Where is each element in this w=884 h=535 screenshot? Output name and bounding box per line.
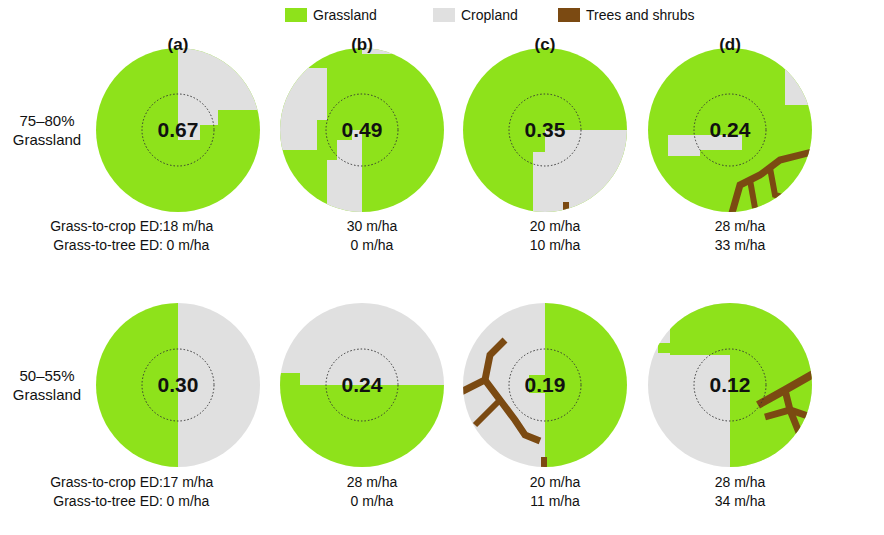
row-label: 75–80% Grassland bbox=[5, 111, 89, 150]
metric-value: 30 m/ha bbox=[347, 218, 398, 234]
row-label: 50–55% Grassland bbox=[5, 366, 89, 405]
panel-letter: (a) bbox=[168, 35, 189, 55]
legend-text: Trees and shrubs bbox=[586, 7, 694, 23]
metric-name: Grass-to-crop ED: bbox=[50, 474, 163, 490]
index-value: 0.19 bbox=[525, 373, 566, 397]
metric-value: 17 m/ha bbox=[163, 474, 214, 490]
map-c1 bbox=[455, 40, 635, 220]
metric-value: 28 m/ha bbox=[715, 474, 766, 490]
legend-text: Grassland bbox=[313, 7, 377, 23]
map-circle: 0.24 bbox=[648, 48, 812, 212]
metric-value: 11 m/ha bbox=[530, 493, 580, 509]
metric-value: 20 m/ha bbox=[530, 218, 581, 234]
metric-value: 33 m/ha bbox=[715, 237, 766, 253]
panel-letter: (c) bbox=[535, 35, 556, 55]
metric-name: Grass-to-crop ED: bbox=[50, 218, 163, 234]
metric-value: 34 m/ha bbox=[715, 493, 766, 509]
map-circle: 0.35 bbox=[463, 48, 627, 212]
metric-value: 0 m/ha bbox=[351, 237, 394, 253]
legend-item: Grassland bbox=[285, 7, 377, 23]
metric-value: 0 m/ha bbox=[167, 493, 210, 509]
map-b1 bbox=[272, 40, 452, 220]
map-d2 bbox=[640, 295, 820, 475]
legend-text: Cropland bbox=[461, 7, 518, 23]
legend-item: Trees and shrubs bbox=[558, 7, 694, 23]
metric-value: 20 m/ha bbox=[530, 474, 581, 490]
index-value: 0.24 bbox=[710, 118, 751, 142]
legend-item: Cropland bbox=[433, 7, 518, 23]
map-a1 bbox=[88, 40, 268, 220]
metric-value: 28 m/ha bbox=[715, 218, 766, 234]
map-circle: 0.12 bbox=[648, 303, 812, 467]
index-value: 0.35 bbox=[525, 118, 566, 142]
index-value: 0.24 bbox=[342, 373, 383, 397]
metric-name: Grass-to-tree ED: bbox=[53, 237, 163, 253]
map-circle: 0.30 bbox=[96, 303, 260, 467]
legend-swatch bbox=[433, 8, 455, 22]
legend-swatch bbox=[558, 8, 580, 22]
metric-value: 0 m/ha bbox=[167, 237, 210, 253]
panel-letter: (b) bbox=[351, 35, 373, 55]
legend-swatch bbox=[285, 8, 307, 22]
metric-value: 28 m/ha bbox=[347, 474, 398, 490]
map-circle: 0.19 bbox=[463, 303, 627, 467]
map-circle: 0.49 bbox=[280, 48, 444, 212]
map-a2 bbox=[88, 295, 268, 475]
map-c2 bbox=[455, 295, 635, 475]
index-value: 0.12 bbox=[710, 373, 751, 397]
panel-letter: (d) bbox=[719, 35, 741, 55]
index-value: 0.30 bbox=[158, 373, 199, 397]
index-value: 0.49 bbox=[342, 118, 383, 142]
map-b2 bbox=[272, 295, 452, 475]
metric-value: 18 m/ha bbox=[163, 218, 214, 234]
index-value: 0.67 bbox=[158, 118, 199, 142]
map-circle: 0.67 bbox=[96, 48, 260, 212]
metric-value: 0 m/ha bbox=[351, 493, 394, 509]
metric-value: 10 m/ha bbox=[530, 237, 581, 253]
metric-name: Grass-to-tree ED: bbox=[53, 493, 163, 509]
map-circle: 0.24 bbox=[280, 303, 444, 467]
map-d1 bbox=[640, 40, 820, 220]
